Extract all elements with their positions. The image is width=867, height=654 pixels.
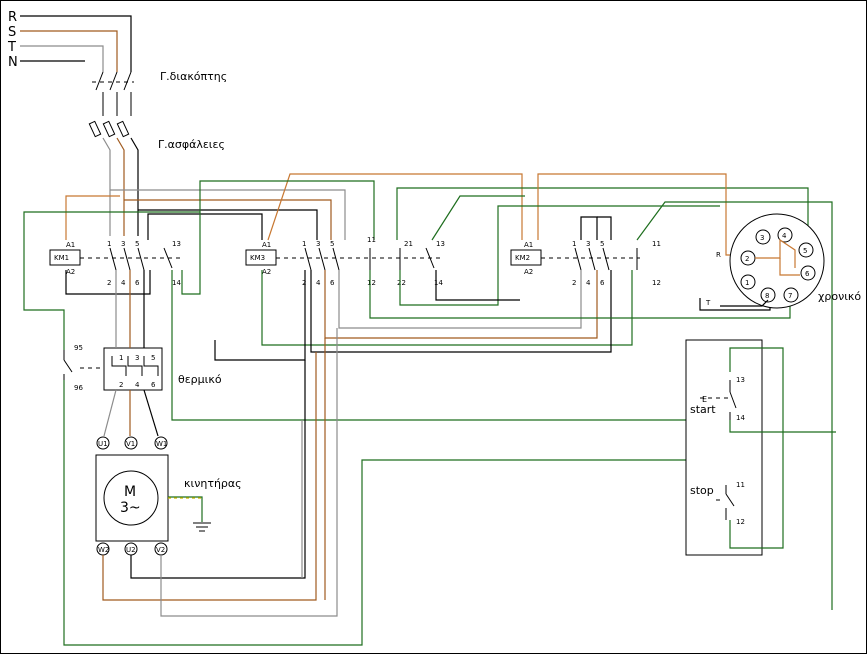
svg-text:1: 1 [745,279,749,287]
svg-text:11: 11 [736,481,745,489]
thermal-box [103,347,163,391]
svg-text:11: 11 [652,240,661,248]
motor: M 3~ [95,454,211,542]
feeder-lines [102,137,139,236]
svg-text:A2: A2 [66,268,75,276]
svg-text:T: T [705,299,711,307]
svg-text:5: 5 [135,240,139,248]
svg-text:13: 13 [736,376,745,384]
svg-text:1: 1 [119,354,123,362]
svg-text:14: 14 [172,279,181,287]
svg-text:4: 4 [782,232,787,240]
svg-text:12: 12 [736,518,745,526]
svg-text:2: 2 [302,279,306,287]
svg-text:V2: V2 [156,546,165,554]
svg-text:8: 8 [765,292,769,300]
contactor-km2: KM2 A1 A2 1 3 5 11 2 4 6 12 [510,240,661,287]
svg-text:2: 2 [119,381,123,389]
svg-text:2: 2 [572,279,576,287]
svg-text:21: 21 [404,240,413,248]
svg-text:3: 3 [121,240,125,248]
svg-text:1: 1 [107,240,111,248]
start-button-label: start [690,403,716,416]
svg-text:KM1: KM1 [54,254,69,262]
svg-text:1: 1 [572,240,576,248]
motor-feed [103,270,159,437]
main-switch [92,71,134,116]
svg-text:5: 5 [600,240,604,248]
supply-lines [20,15,132,72]
svg-text:3: 3 [316,240,320,248]
phase-t-label: T [7,40,16,55]
svg-text:4: 4 [135,381,140,389]
svg-text:3: 3 [135,354,139,362]
svg-text:A1: A1 [66,241,75,249]
svg-text:95: 95 [74,344,83,352]
svg-text:4: 4 [121,279,126,287]
svg-text:KM3: KM3 [250,254,265,262]
svg-text:6: 6 [600,279,605,287]
fuses-label: Γ.ασφάλειες [158,138,225,151]
svg-text:6: 6 [151,381,156,389]
svg-text:M: M [124,484,136,500]
svg-text:6: 6 [805,270,810,278]
svg-text:W1: W1 [156,440,167,448]
control-station: 13 14 E 11 12 [685,339,784,556]
phase-n-label: N [8,55,18,70]
svg-text:7: 7 [788,292,792,300]
svg-text:13: 13 [436,240,445,248]
svg-text:U2: U2 [126,546,136,554]
svg-text:4: 4 [586,279,591,287]
svg-text:14: 14 [736,414,745,422]
motor-output-lines [102,328,338,617]
svg-text:96: 96 [74,384,83,392]
svg-text:A2: A2 [262,268,271,276]
svg-text:6: 6 [135,279,140,287]
svg-text:1: 1 [302,240,306,248]
svg-text:4: 4 [316,279,321,287]
svg-text:3: 3 [760,234,764,242]
svg-text:5: 5 [151,354,155,362]
cross-wiring-bottom [23,205,791,421]
svg-text:V1: V1 [126,440,135,448]
svg-text:5: 5 [803,247,807,255]
motor-symbol [103,470,159,526]
svg-text:A1: A1 [262,241,271,249]
svg-text:A1: A1 [524,241,533,249]
contactor-km1: KM1 A1 A2 1 3 5 13 2 4 6 14 [49,240,181,287]
svg-text:22: 22 [397,279,406,287]
svg-text:R: R [716,251,721,259]
fuses [88,120,130,138]
thermal-relay: 1 3 5 2 4 6 [80,347,163,391]
svg-text:KM2: KM2 [515,254,530,262]
svg-text:12: 12 [367,279,376,287]
svg-text:E: E [702,395,707,404]
stop-button-label: stop [690,484,714,497]
timer: 1 2 3 4 5 6 7 8 R T [705,213,825,309]
svg-text:2: 2 [107,279,111,287]
svg-text:3: 3 [586,240,590,248]
svg-text:W2: W2 [98,546,109,554]
svg-text:A2: A2 [524,268,533,276]
svg-text:12: 12 [652,279,661,287]
contactor-km3: KM3 A1 A2 1 3 5 11 21 13 2 4 6 12 22 14 [245,236,445,287]
svg-text:13: 13 [172,240,181,248]
svg-text:2: 2 [745,255,749,263]
timer-label: χρονικό [818,290,861,303]
motor-label: κινητήρας [184,477,242,490]
control-station-box [685,339,763,556]
phase-s-label: S [8,25,16,40]
phase-r-label: R [8,10,17,25]
svg-text:14: 14 [434,279,443,287]
svg-text:6: 6 [330,279,335,287]
svg-text:11: 11 [367,236,376,244]
main-switch-label: Γ.διακόπτης [160,70,227,83]
thermal-label: θερμικό [178,373,222,386]
svg-text:3~: 3~ [120,500,141,516]
svg-text:U1: U1 [98,440,108,448]
svg-text:5: 5 [330,240,334,248]
